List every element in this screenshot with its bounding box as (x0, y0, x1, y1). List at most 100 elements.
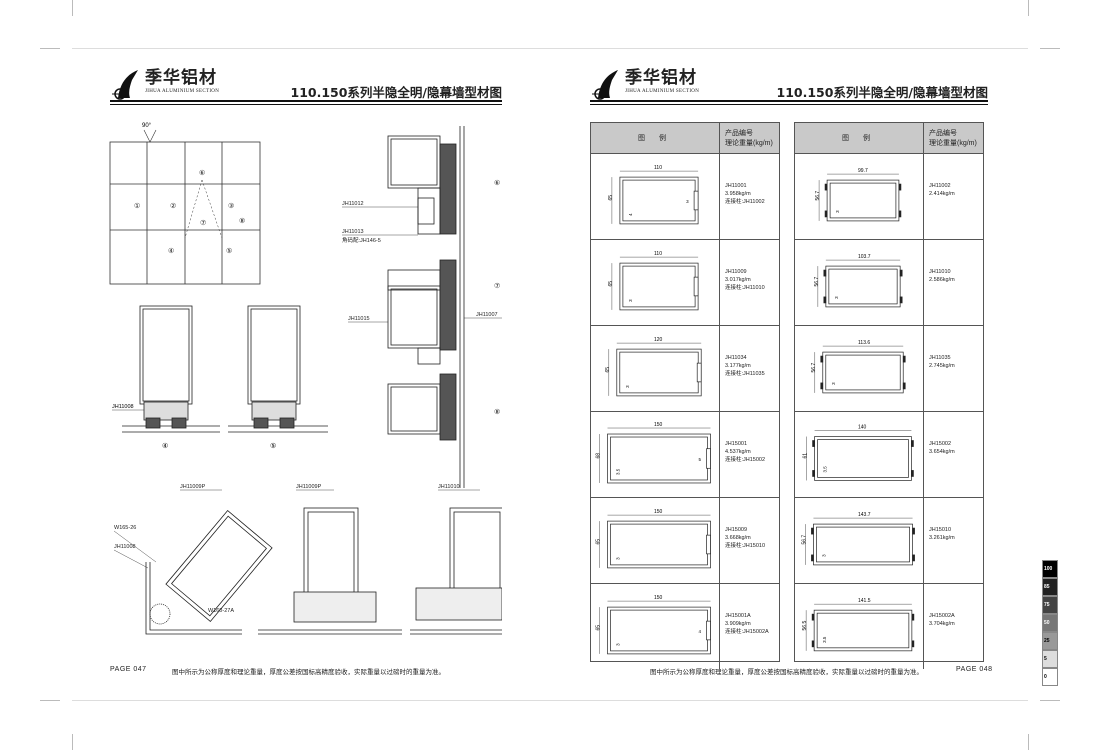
dim-thickness: 3 (616, 557, 621, 560)
column-divider (719, 498, 720, 583)
grid-marker-7: ⑦ (200, 219, 206, 227)
density-swatch: 50 (1042, 614, 1058, 632)
dim-width: 150 (654, 509, 663, 515)
grid-angle: 90° (142, 123, 152, 129)
profile-code: JH15009 (725, 527, 748, 533)
grid-marker-3: ③ (228, 202, 234, 210)
profile-weight: 3.177kg/m (725, 363, 751, 369)
profile-outline (607, 606, 711, 655)
grid-marker-6: ⑥ (199, 169, 205, 177)
dim-width: 110 (654, 165, 662, 171)
dim-height: 56.7 (815, 191, 821, 201)
profile-code: JH11002 (929, 183, 951, 189)
header-code: 产品编号 (929, 130, 957, 137)
crop-mark (40, 700, 60, 701)
profile-weight: 2.586kg/m (929, 277, 955, 283)
density-swatch: 75 (1042, 596, 1058, 614)
profile-weight: 2.745kg/m (929, 363, 955, 369)
profile-code: JH11010 (929, 269, 951, 275)
profile-link: 连接柱:JH11035 (725, 371, 765, 377)
table-header: 图 例 产品编号 理论重量(kg/m) (591, 123, 779, 154)
title-rule (590, 100, 988, 102)
profile-info: JH11010 2.586kg/m (929, 268, 955, 284)
profile-weight: 3.668kg/m (725, 535, 751, 541)
crop-mark (72, 0, 73, 16)
density-swatch: 0 (1042, 668, 1058, 686)
column-divider (923, 584, 924, 669)
dimension-lines (611, 170, 699, 224)
profile-drawing: 141.556.53.5 (802, 598, 915, 652)
label-jh11008: JH11008 (112, 404, 134, 410)
dimension-lines (599, 427, 711, 483)
grid-marker-4: ④ (168, 247, 174, 255)
profile-code: JH11009 (725, 269, 747, 275)
dim-thickness: 3 (834, 296, 839, 299)
profile-weight: 4.537kg/m (725, 449, 751, 455)
profile-outline (812, 436, 914, 481)
profile-code: JH15001A (725, 613, 751, 619)
profile-info: JH15002A 3.704kg/m (929, 612, 955, 628)
brand-english: JIHUA ALUMINIUM SECTION (625, 89, 700, 94)
crop-mark (1028, 734, 1029, 750)
dimension-lines (599, 514, 711, 568)
profile-weight: 3.704kg/m (929, 621, 955, 627)
mullion-sections (122, 305, 328, 433)
dim-thickness: 3 (821, 554, 826, 557)
dim-height: 65 (596, 625, 602, 631)
profile-link: 连接柱:JH11002 (725, 199, 765, 205)
dim-width: 141.5 (858, 598, 871, 604)
page-title: 110.150系列半隐全明/隐幕墙型材图 (290, 85, 503, 100)
title-rule-thin (110, 104, 502, 105)
label-jh11013: JH11013 (342, 229, 364, 235)
header-figure: 图 例 (591, 123, 720, 153)
dim-width: 140 (858, 425, 867, 431)
page-number: PAGE 048 (956, 666, 993, 673)
profile-weight: 3.261kg/m (929, 535, 955, 541)
brand-name: 季华铝材 (625, 68, 697, 88)
dim-height: 61 (803, 453, 809, 459)
profile-link: 连接柱:JH11010 (725, 285, 765, 291)
dimension-lines (814, 345, 904, 393)
dim-thickness: 3 (628, 299, 633, 302)
bottom-sections (145, 507, 502, 635)
dimension-lines (806, 430, 912, 481)
dim-width: 150 (654, 595, 663, 601)
dimension-lines (805, 603, 912, 651)
label-w160: W160-27A (208, 608, 234, 614)
column-divider (923, 412, 924, 497)
profile-drawing: 103.756.73 (814, 254, 903, 308)
header-code: 产品编号 (725, 130, 753, 137)
density-swatch: 5 (1042, 650, 1058, 668)
right-page: 季华铝材 JIHUA ALUMINIUM SECTION 110.150系列半隐… (590, 48, 1020, 688)
crop-mark (72, 734, 73, 750)
crop-mark (40, 48, 60, 49)
label-jh11007: JH11007 (476, 312, 498, 318)
footnote: 图中所示为公称厚度和理论重量，厚度公差按国标高精度验收，实际重量以过磅时的重量为… (650, 669, 923, 676)
brand-logo: 季华铝材 JIHUA ALUMINIUM SECTION (590, 68, 699, 100)
table-header: 图 例 产品编号 理论重量(kg/m) (795, 123, 983, 154)
profile-weight: 3.909kg/m (725, 621, 751, 627)
column-divider (719, 412, 720, 497)
dim-thickness-2: 5 (699, 457, 702, 462)
sheet-edge (72, 48, 1028, 49)
crop-mark (1028, 0, 1029, 16)
dimension-lines (599, 600, 711, 654)
profile-code: JH15002A (929, 613, 955, 619)
grid-marker-2: ② (170, 202, 176, 210)
